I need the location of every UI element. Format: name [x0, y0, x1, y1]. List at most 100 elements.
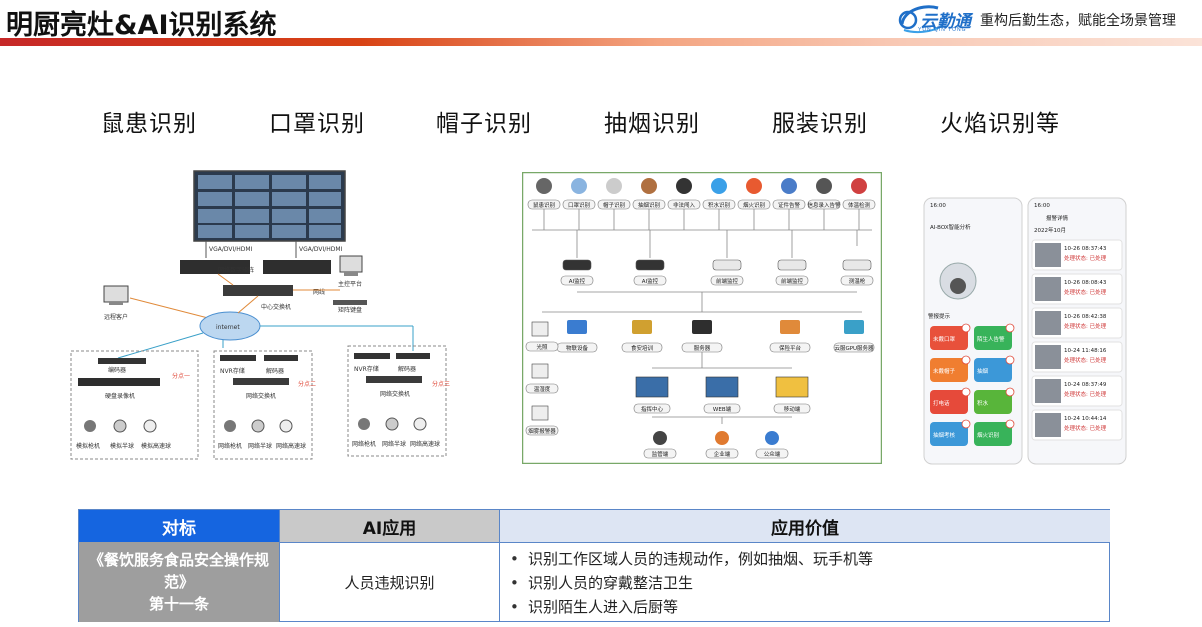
branch3-cam-3: 网络高速球 [410, 440, 440, 448]
matrix-label: 网络数字矩阵 [218, 266, 254, 274]
alert-status: 处理状态: 已处理 [1064, 390, 1107, 398]
alert-status: 处理状态: 已处理 [1064, 322, 1107, 330]
mobile-app-screens: 16:00 AI-BOX智能分析 警报提示 未戴口罩陌生人告警未戴帽子抽烟打电话… [923, 197, 1127, 465]
left-phone-time: 16:00 [930, 203, 946, 209]
alert-thumbnail [1035, 345, 1061, 369]
detect-icon [641, 178, 657, 194]
branch3-cam-1: 网络枪机 [352, 440, 376, 448]
terminal-icon [635, 376, 669, 398]
alert-thumbnail [1035, 243, 1061, 267]
feature-hat: 帽子识别 [436, 111, 532, 137]
alert-tile[interactable] [930, 390, 968, 414]
cell-application-value: 识别工作区域人员的违规动作，例如抽烟、玩手机等 识别人员的穿戴整洁卫生 识别陌生… [499, 542, 1110, 622]
application-table: 对标 AI应用 应用价值 《餐饮服务食品安全操作规范》 第十一条 人员违规识别 … [78, 509, 1110, 622]
branch2-cam-1: 网络枪机 [218, 442, 242, 450]
detect-item-label: 积水识别 [708, 201, 730, 209]
detect-icon [746, 178, 762, 194]
alert-tile[interactable] [930, 358, 968, 382]
alert-tile[interactable] [930, 326, 968, 350]
alert-tile[interactable] [974, 358, 1012, 382]
right-phone-title: 报警详情 [1046, 214, 1069, 222]
detect-item-label: 抽烟识别 [638, 201, 660, 209]
sensor-label: 温湿度 [534, 385, 551, 393]
camera-label: AI监控 [569, 277, 586, 285]
alert-tile-label: 陌生人告警 [977, 335, 1005, 343]
feature-smoking: 抽烟识别 [604, 111, 700, 137]
branch2-switch-label: 网络交换机 [246, 392, 276, 400]
detect-icon [571, 178, 587, 194]
detect-item-label: 鼠患识别 [533, 201, 555, 209]
detect-item-label: 烟火识别 [743, 201, 765, 209]
branch2-nvr-label: NVR存储 [220, 367, 245, 375]
alert-thumbnail [1035, 277, 1061, 301]
branch1-cam-2: 模拟半球 [110, 442, 134, 450]
value-item: 识别陌生人进入后厨等 [510, 595, 1110, 619]
alert-thumbnail [1035, 413, 1061, 437]
header-ai-application: AI应用 [279, 510, 499, 542]
right-phone-time: 16:00 [1034, 203, 1050, 209]
camera-label: 前端监控 [781, 277, 804, 285]
branch1-encoder-label: 编码器 [108, 366, 126, 374]
branch2-decoder-label: 解码器 [266, 367, 284, 375]
branch1-cam-3: 模拟高速球 [141, 442, 171, 450]
branch3-cam-2: 网络半球 [382, 440, 406, 448]
branch3-nvr-label: NVR存储 [354, 365, 379, 373]
terminal-icon [775, 376, 809, 398]
value-item: 识别人员的穿戴整洁卫生 [510, 571, 1110, 595]
alert-status: 处理状态: 已处理 [1064, 254, 1107, 262]
user-icon [765, 431, 779, 445]
remote-client-label: 远程客户 [104, 313, 128, 321]
header-application-value: 应用价值 [499, 510, 1110, 542]
user-label: 监管端 [652, 450, 669, 458]
alert-tile-label: 抽烟考核 [933, 431, 956, 439]
sensor-icon [531, 363, 549, 379]
middle-icon [692, 320, 712, 334]
alert-time: 10-26 08:37:43 [1064, 246, 1107, 252]
standard-name: 《餐饮服务食品安全操作规范》 [88, 551, 269, 591]
switch-label: 中心交换机 [261, 303, 291, 311]
vga-label-2: VGA/DVI/HDMI [299, 246, 343, 253]
vga-label-1: VGA/DVI/HDMI [209, 246, 253, 253]
alert-tile-label: 未戴口罩 [933, 335, 956, 343]
user-label: 公众端 [764, 450, 781, 458]
sensor-label: 烟雾报警器 [528, 427, 556, 435]
middle-label: 食安培训 [631, 344, 654, 352]
detect-item-label: 口罩识别 [568, 201, 590, 209]
alert-status: 处理状态: 已处理 [1064, 288, 1107, 296]
camera-icon [777, 259, 807, 271]
detect-icon [711, 178, 727, 194]
feature-mask: 口罩识别 [269, 111, 365, 137]
middle-icon [844, 320, 864, 334]
header-stripe [0, 38, 1202, 46]
alert-status: 处理状态: 已处理 [1064, 424, 1107, 432]
user-icon [653, 431, 667, 445]
terminal-label: WEB端 [713, 405, 732, 413]
alert-time: 10-24 08:37:49 [1064, 382, 1107, 388]
alert-tile[interactable] [930, 422, 968, 446]
detect-icon [851, 178, 867, 194]
middle-label: 云服GPU服务器 [834, 344, 874, 352]
internet-label: internet [216, 324, 240, 331]
feature-rodent: 鼠患识别 [101, 111, 197, 137]
slogan: 重构后勤生态，赋能全场景管理 [980, 13, 1176, 29]
sensor-icon [531, 321, 549, 337]
camera-icon [842, 259, 872, 271]
middle-label: 保险平台 [779, 344, 802, 352]
detect-item-label: 帽子识别 [603, 201, 625, 209]
header-benchmark: 对标 [79, 510, 279, 542]
terminal-icon [705, 376, 739, 398]
alert-time: 10-26 08:08:43 [1064, 280, 1107, 286]
alert-tile[interactable] [974, 422, 1012, 446]
detect-item-label: 信息录入告警 [807, 201, 841, 209]
branch1-cam-1: 模拟枪机 [76, 442, 100, 450]
alert-tile[interactable] [974, 326, 1012, 350]
terminal-label: 指挥中心 [641, 405, 664, 413]
network-cable-label: 网线 [313, 288, 325, 296]
camera-icon [712, 259, 742, 271]
user-icon [715, 431, 729, 445]
alert-time: 10-24 10:44:14 [1064, 416, 1107, 422]
detect-icon [606, 178, 622, 194]
alert-tile[interactable] [974, 390, 1012, 414]
detect-item-label: 证件告警 [778, 201, 801, 209]
cell-ai-application: 人员违规识别 [279, 542, 499, 622]
